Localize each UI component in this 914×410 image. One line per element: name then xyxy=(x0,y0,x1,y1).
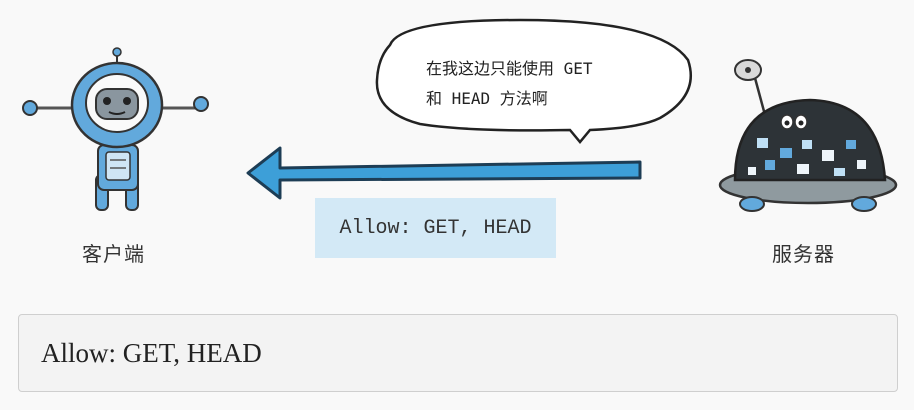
diagram: 在我这边只能使用 GET 和 HEAD 方法啊 客户端 服务器 Allow: G… xyxy=(22,18,898,266)
speech-line-2: 和 HEAD 方法啊 xyxy=(426,89,548,108)
code-text: Allow: GET, HEAD xyxy=(41,337,262,368)
speech-bubble xyxy=(375,18,693,144)
client-robot-icon xyxy=(22,47,209,211)
code-block: Allow: GET, HEAD xyxy=(18,314,898,392)
client-label: 客户端 xyxy=(82,242,145,266)
diagram-canvas xyxy=(22,18,898,212)
speech-line-1: 在我这边只能使用 GET xyxy=(426,59,593,78)
response-arrow-icon xyxy=(246,146,642,200)
allow-header-tag: Allow: GET, HEAD xyxy=(315,198,556,258)
server-robot-icon xyxy=(718,59,898,212)
speech-text: 在我这边只能使用 GET 和 HEAD 方法啊 xyxy=(426,54,676,114)
server-label: 服务器 xyxy=(772,242,835,266)
